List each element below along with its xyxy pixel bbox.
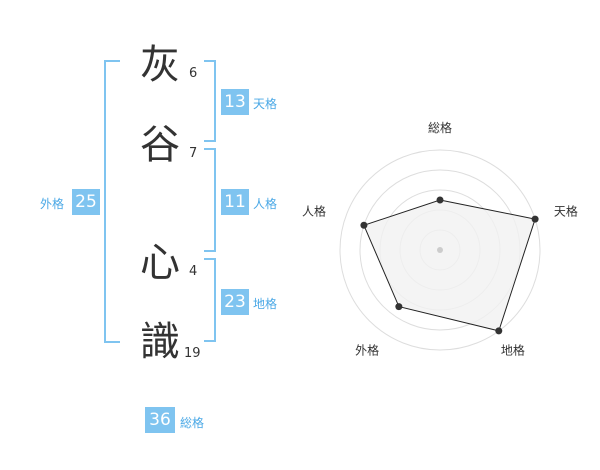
chikaku-badge: 23 bbox=[221, 289, 249, 315]
radar-series-area bbox=[363, 199, 536, 332]
radar-point-4 bbox=[395, 303, 403, 311]
radar-axis-label-1: 総格 bbox=[428, 120, 452, 135]
radar-axis-label-2: 天格 bbox=[554, 204, 578, 219]
chikaku-label: 地格 bbox=[253, 297, 278, 311]
name-char-2: 谷 bbox=[140, 122, 180, 168]
radar-point-3 bbox=[495, 327, 503, 335]
chikaku-bracket bbox=[204, 258, 216, 342]
name-char-4: 識 bbox=[140, 319, 180, 365]
gaikaku-badge: 25 bbox=[72, 189, 100, 215]
stroke-count-2: 7 bbox=[189, 146, 198, 161]
jinkaku-badge: 11 bbox=[221, 189, 249, 215]
gaikaku-label: 外格 bbox=[40, 197, 65, 211]
soukaku-badge: 36 bbox=[145, 407, 175, 433]
stroke-count-3: 4 bbox=[189, 264, 198, 279]
name-char-1: 灰 bbox=[140, 42, 180, 88]
jinkaku-label: 人格 bbox=[253, 197, 278, 211]
radar-axis-label-4: 外格 bbox=[355, 342, 379, 357]
radar-grid-ring bbox=[339, 149, 541, 351]
jinkaku-bracket bbox=[204, 148, 216, 252]
radar-axis-label-5: 人格 bbox=[302, 204, 326, 219]
soukaku-label: 総格 bbox=[180, 416, 205, 430]
tenkaku-badge: 13 bbox=[221, 89, 249, 115]
radar-axis-label-3: 地格 bbox=[501, 342, 525, 357]
tenkaku-label: 天格 bbox=[253, 97, 278, 111]
name-char-3: 心 bbox=[140, 240, 180, 286]
gaikaku-bracket bbox=[104, 60, 120, 343]
radar-point-2 bbox=[531, 215, 539, 223]
radar-center-dot bbox=[437, 247, 443, 253]
radar-point-1 bbox=[436, 196, 444, 204]
stroke-count-1: 6 bbox=[189, 66, 198, 81]
radar-point-5 bbox=[360, 221, 368, 229]
stroke-count-4: 19 bbox=[184, 346, 201, 361]
tenkaku-bracket bbox=[204, 60, 216, 142]
